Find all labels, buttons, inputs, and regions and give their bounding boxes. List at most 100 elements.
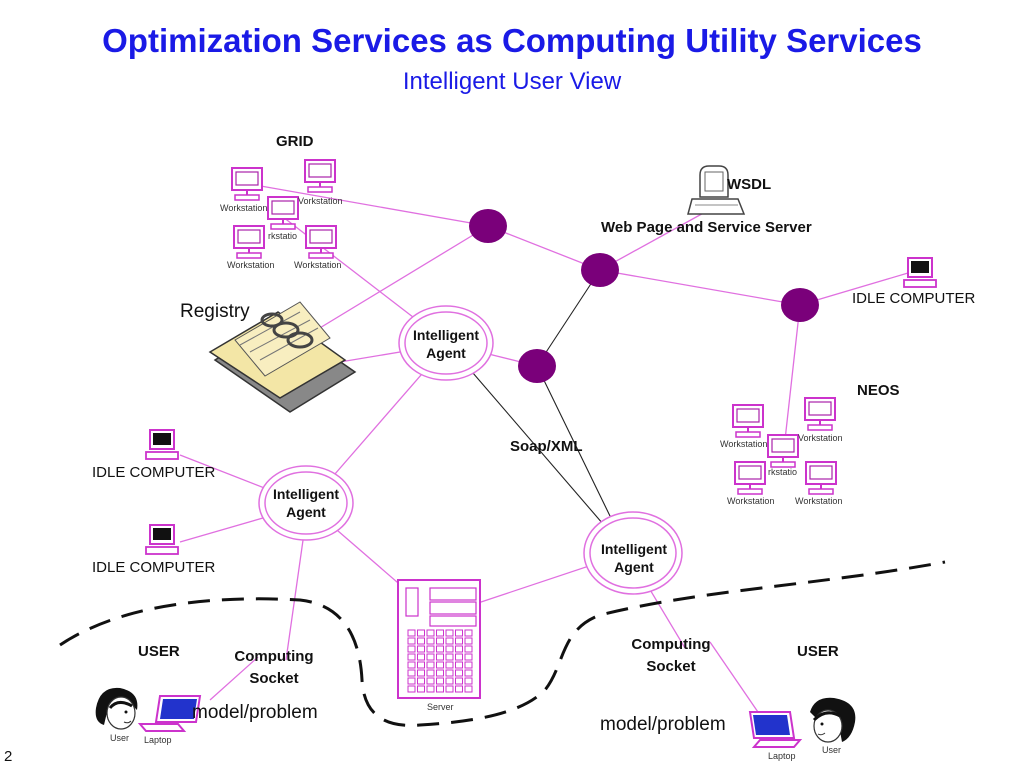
server-bay — [445, 653, 454, 661]
laptop-label: Laptop — [144, 735, 172, 745]
server-bay — [445, 661, 454, 669]
workstation-icon — [734, 461, 766, 495]
workstation-label: Workstation — [227, 260, 275, 270]
network-nodes — [469, 209, 819, 383]
link — [536, 269, 601, 367]
link — [784, 304, 801, 441]
server-bay — [455, 637, 463, 645]
link — [254, 184, 489, 227]
server-bay — [436, 677, 444, 685]
workstation-icon — [305, 225, 337, 259]
server-bay — [464, 637, 473, 645]
registry-label: Registry — [180, 301, 250, 322]
user-small-label: User — [110, 733, 130, 743]
server-bay — [407, 677, 416, 685]
server-bay — [455, 669, 463, 677]
agent-ring-inner — [589, 517, 677, 589]
workstation-icon — [233, 225, 265, 259]
server-bay — [407, 637, 416, 645]
server-bay — [445, 677, 454, 685]
workstation-label: Workstation — [795, 496, 843, 506]
idle-computer-label: IDLE COMPUTER — [92, 464, 216, 481]
model-problem-label: model/problem — [192, 702, 318, 723]
idle-computer-icon — [145, 429, 179, 460]
intelligent-agent-left: Intelligent Agent — [256, 485, 356, 521]
page-title: Optimization Services as Computing Utili… — [102, 22, 922, 59]
server-bay — [464, 677, 473, 685]
server-bay — [417, 637, 425, 645]
agent-line2: Agent — [426, 345, 466, 361]
laptop-right-icon — [748, 711, 803, 748]
workstation-label: Vorkstation — [298, 196, 343, 206]
server-bay — [464, 661, 473, 669]
server-bay — [436, 653, 444, 661]
server-bay — [445, 669, 454, 677]
grid-label: GRID — [276, 133, 314, 150]
intelligent-agent-top: Intelligent Agent — [396, 326, 496, 362]
server-bay — [426, 629, 435, 637]
workstation-label: Workstation — [720, 439, 768, 449]
socket-line2: Socket — [646, 658, 696, 675]
workstation-icon — [767, 434, 799, 468]
server-bay — [455, 685, 463, 693]
socket-line2: Socket — [249, 670, 299, 687]
user-small-label: User — [822, 745, 842, 755]
workstation-icon — [231, 167, 263, 201]
agent-line2: Agent — [286, 504, 326, 520]
server-bay — [436, 629, 444, 637]
idle-computer-label: IDLE COMPUTER — [852, 290, 976, 307]
computing-socket-left: Computing Socket — [228, 648, 320, 688]
page-subtitle: Intelligent User View — [402, 68, 622, 95]
server-bay — [426, 669, 435, 677]
server-bay — [417, 653, 425, 661]
server-bay — [464, 629, 473, 637]
agent-ring — [583, 511, 683, 595]
server-label: Server — [427, 702, 454, 712]
server-bay — [426, 661, 435, 669]
user-label: USER — [138, 643, 180, 660]
server-bay — [407, 629, 416, 637]
agent-ring — [258, 465, 354, 541]
laptop-label: Laptop — [768, 751, 796, 761]
user-right-icon — [810, 697, 856, 743]
server-bay — [445, 645, 454, 653]
server-bay — [445, 637, 454, 645]
server-bay — [426, 677, 435, 685]
server-bay — [407, 685, 416, 693]
agent-ring-inner — [404, 311, 488, 375]
server-bay — [407, 669, 416, 677]
black-links — [447, 269, 629, 554]
user-label: USER — [797, 643, 839, 660]
registry-book-icon — [208, 301, 357, 413]
web-server-label: Web Page and Service Server — [601, 219, 812, 236]
page-number: 2 — [4, 748, 13, 765]
server-bay — [455, 629, 463, 637]
link — [447, 343, 629, 554]
dashed-curve — [59, 560, 946, 727]
laptop-left-icon — [137, 695, 202, 732]
server-bay — [426, 645, 435, 653]
agent-line1: Intelligent — [412, 327, 480, 343]
server-bay — [417, 685, 425, 693]
server-bay — [407, 661, 416, 669]
server-bay — [455, 645, 463, 653]
workstation-label: Vorkstation — [798, 433, 843, 443]
agent-ring — [398, 305, 494, 381]
link — [487, 225, 601, 271]
link — [209, 656, 259, 701]
workstation-icon — [267, 196, 299, 230]
agent-ring-inner — [264, 471, 348, 535]
socket-line1: Computing — [234, 648, 314, 665]
server-icon — [397, 579, 481, 699]
intelligent-agent-right: Intelligent Agent — [584, 540, 684, 576]
network-node — [518, 349, 556, 383]
agent-line1: Intelligent — [600, 541, 668, 557]
network-node — [469, 209, 507, 243]
server-bay — [426, 653, 435, 661]
server-bay — [436, 685, 444, 693]
agent-line2: Agent — [614, 559, 654, 575]
server-bay — [436, 661, 444, 669]
network-node — [581, 253, 619, 287]
server-bay — [455, 677, 463, 685]
link — [709, 641, 761, 716]
